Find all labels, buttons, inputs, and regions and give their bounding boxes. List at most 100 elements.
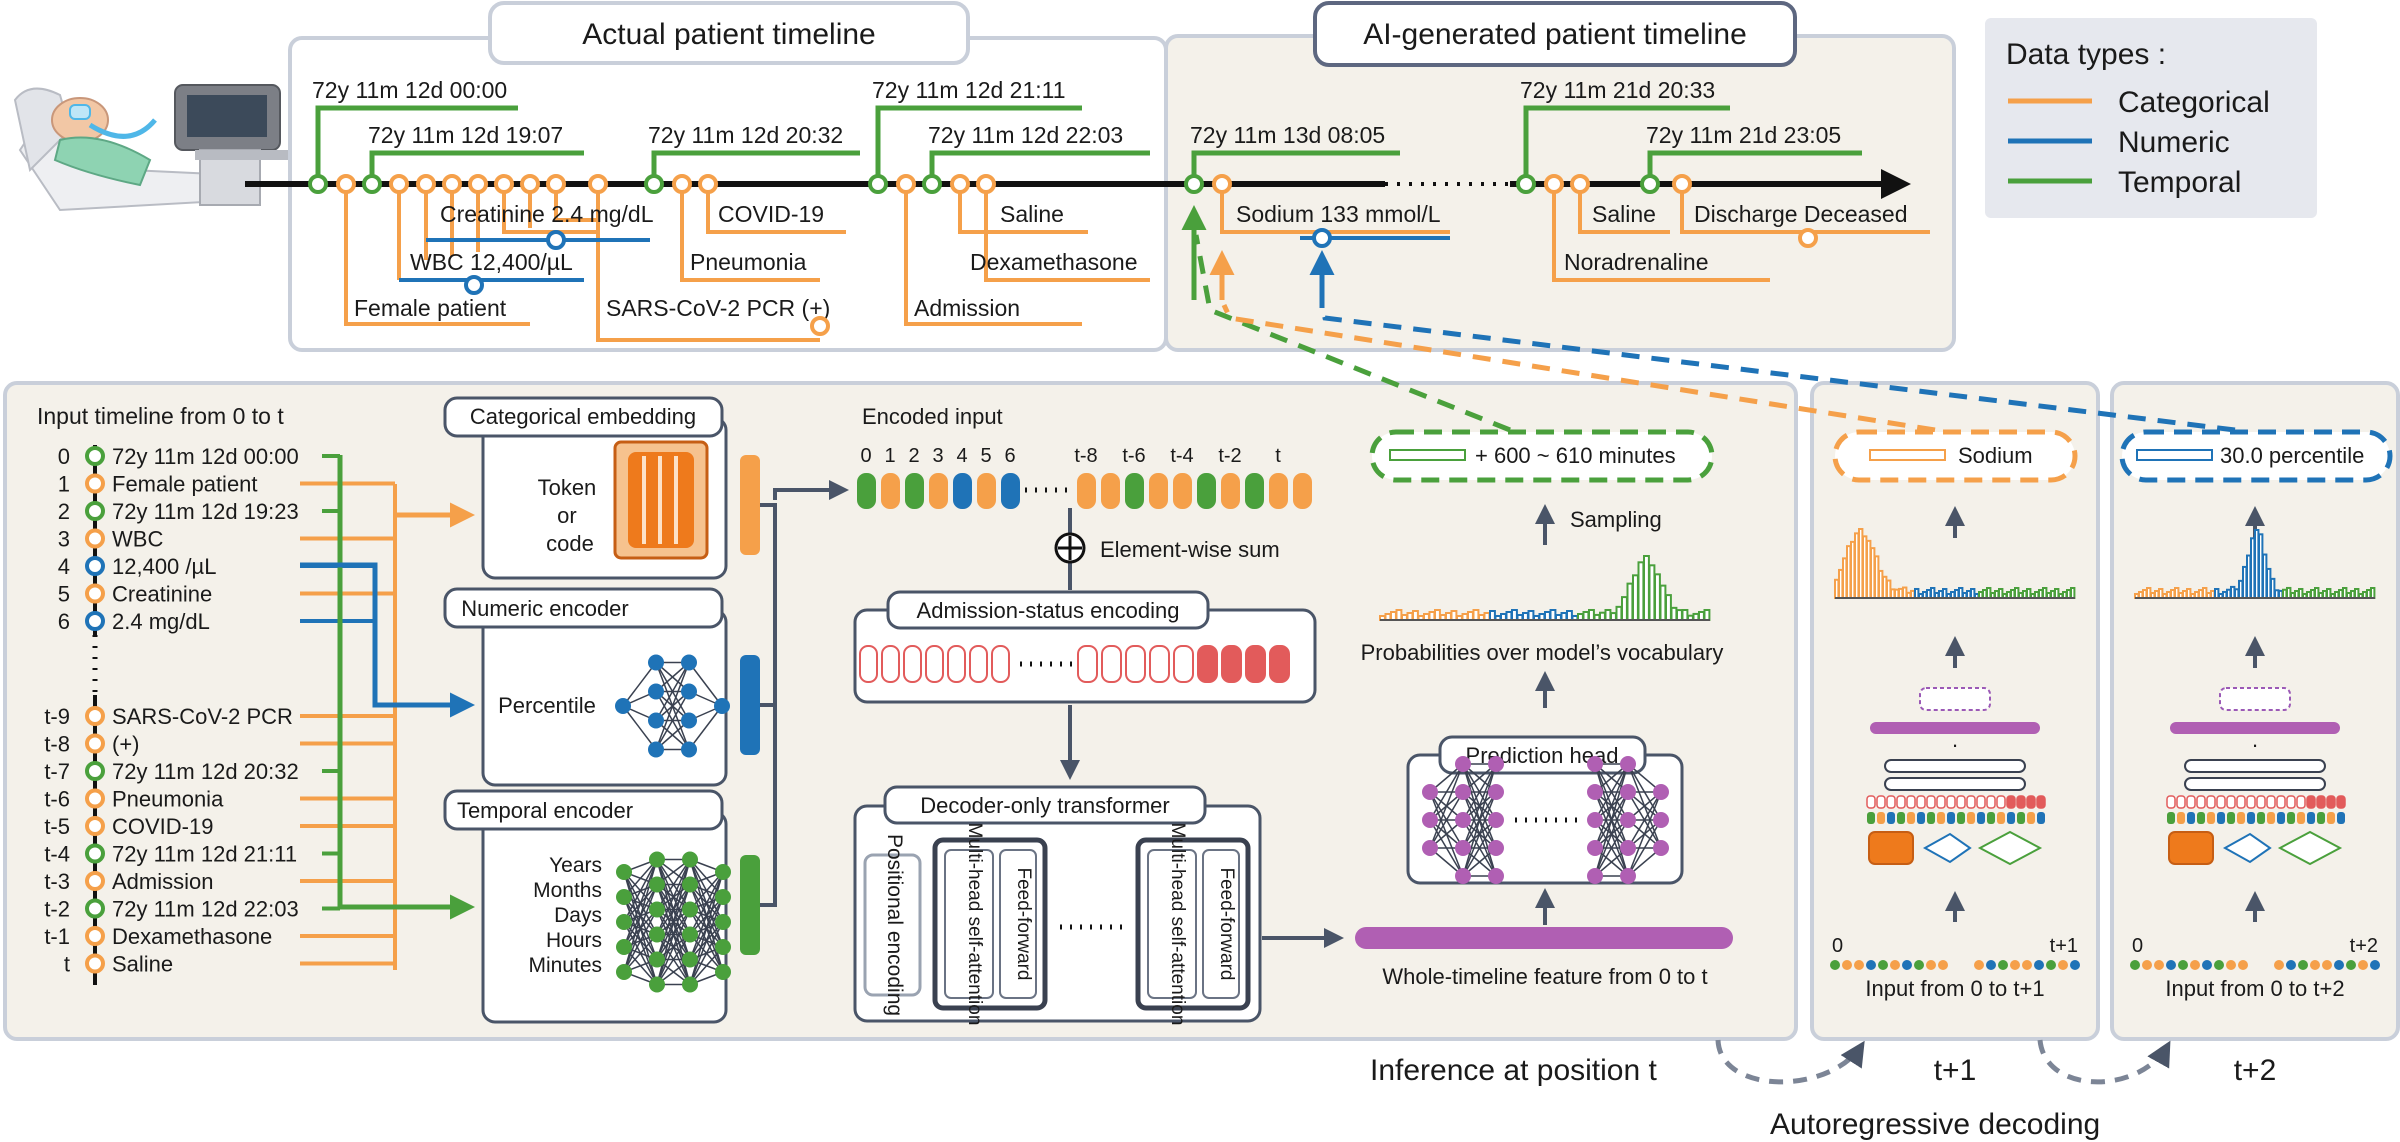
mini-admission-token (2266, 795, 2276, 809)
histogram-bar (2298, 587, 2304, 600)
actual-numeric-leaders (399, 238, 650, 282)
mini-encoded-token (1897, 812, 1905, 824)
encoded-index-label: 4 (956, 445, 967, 467)
histogram-bar (1894, 588, 1900, 599)
mlp-node (1422, 840, 1438, 856)
mini-encoded-token (2237, 812, 2245, 824)
input-dot (2322, 960, 2332, 970)
histogram-bar (1626, 582, 1634, 622)
mini-encoded-token (2037, 812, 2045, 824)
histogram-bar (1834, 578, 1840, 600)
mlp-node (616, 914, 632, 930)
mlp-edge (1594, 763, 1629, 877)
input-dot (1974, 960, 1984, 970)
mlp-node (616, 939, 632, 955)
event-creatinine: Creatinine 2.4 mg/dL (440, 201, 654, 227)
admission-token (969, 645, 988, 683)
positional-encoding-label: Positional encoding (883, 834, 906, 1016)
mlp-edge (1429, 791, 1464, 849)
mlp-edge (688, 705, 723, 750)
admission-token (903, 645, 922, 683)
encoded-token (905, 473, 924, 509)
ai-timeline-title: AI-generated patient timeline (1363, 18, 1747, 51)
histogram-bar (2270, 577, 2276, 599)
input-row-index: t-2 (44, 897, 70, 922)
histogram-bar (2186, 588, 2192, 599)
whole-timeline-feature-bar (1355, 927, 1733, 949)
input-dot (1914, 960, 1924, 970)
input-row-marker (85, 898, 105, 919)
mlp-edge (623, 934, 658, 973)
mlp-node (616, 889, 632, 905)
input-row-marker (85, 556, 105, 576)
mlp-node (1620, 756, 1636, 772)
mlp-node (681, 741, 697, 758)
mlp-node (1488, 784, 1504, 800)
input-row-label: Female patient (112, 472, 258, 497)
histogram-bar (2234, 588, 2240, 600)
mini-admission-token (1936, 795, 1946, 809)
step-t2-token: 30.0 percentile (2220, 443, 2364, 468)
mini-admission-token (1996, 795, 2006, 809)
input-row-marker (85, 843, 105, 864)
mini-admission-token (2226, 795, 2236, 809)
mini-transformer-bar (2184, 777, 2326, 791)
admission-token (947, 645, 966, 683)
mlp-node (616, 864, 632, 880)
mlp-node (714, 698, 730, 714)
input-row-label: 2.4 mg/dL (112, 609, 210, 634)
histogram-bar (1604, 608, 1612, 621)
mlp-node (715, 889, 731, 905)
histogram-bar (2066, 589, 2072, 599)
mini-admission-token (1876, 795, 1886, 809)
histogram-bar (2070, 587, 2076, 599)
mlp-edge (1594, 791, 1629, 877)
categorical-encoder-title: Categorical embedding (470, 404, 696, 429)
histogram-bar (2250, 537, 2256, 599)
histogram-bar (2174, 587, 2180, 599)
mlp-node (715, 914, 731, 930)
dashed-categorical-return (1221, 303, 1936, 433)
mini-encoded-token (2177, 812, 2185, 824)
mlp-edge (1429, 763, 1464, 849)
mlp-node (682, 976, 698, 993)
histogram-bar (2154, 590, 2160, 599)
histogram-bar (1412, 610, 1419, 621)
mini-admission-token (2256, 795, 2266, 809)
input-dot (2034, 960, 2044, 970)
admission-encoding-title: Admission-status encoding (917, 598, 1180, 623)
input-row-index: t-8 (44, 732, 70, 757)
input-dot (1986, 960, 1996, 970)
input-row-index: t-1 (44, 924, 70, 949)
mini-admission-token (1946, 795, 1956, 809)
histogram-bar (2338, 589, 2344, 599)
histogram-bar (1406, 612, 1414, 621)
histogram-bar (1489, 610, 1496, 621)
categorical-encoder-title-box (443, 396, 724, 438)
input-dot (2178, 960, 2188, 970)
histogram-bar (1643, 555, 1650, 621)
ai-timeline-title-box (1313, 1, 1797, 67)
histogram-bar (1874, 555, 1880, 599)
mini-pred-head (2219, 687, 2291, 711)
mlp-edge (1627, 819, 1662, 877)
percentile-label: Percentile (498, 693, 596, 718)
mlp-node (682, 951, 698, 968)
histogram-bar (1505, 611, 1513, 621)
mlp-edge (1627, 791, 1662, 877)
step-t2-range-end: t+2 (2350, 935, 2378, 957)
ai-time-1: 72y 11m 13d 08:05 (1190, 122, 1385, 148)
mlp-node (682, 926, 698, 943)
whole-timeline-feature-label: Whole-timeline feature from 0 to t (1382, 964, 1707, 989)
actual-time-3: 72y 11m 12d 20:32 (648, 122, 843, 148)
input-row-index: t-7 (44, 759, 70, 784)
mini-transformer-bar (1884, 777, 2026, 791)
mlp-node (1653, 840, 1669, 856)
encoded-index-label: 6 (1004, 445, 1015, 467)
feedforward-label-1: Feed-forward (1013, 868, 1034, 981)
mlp-edge (688, 662, 723, 707)
mini-encoded-token (2217, 812, 2225, 824)
mlp-node (1455, 812, 1471, 828)
